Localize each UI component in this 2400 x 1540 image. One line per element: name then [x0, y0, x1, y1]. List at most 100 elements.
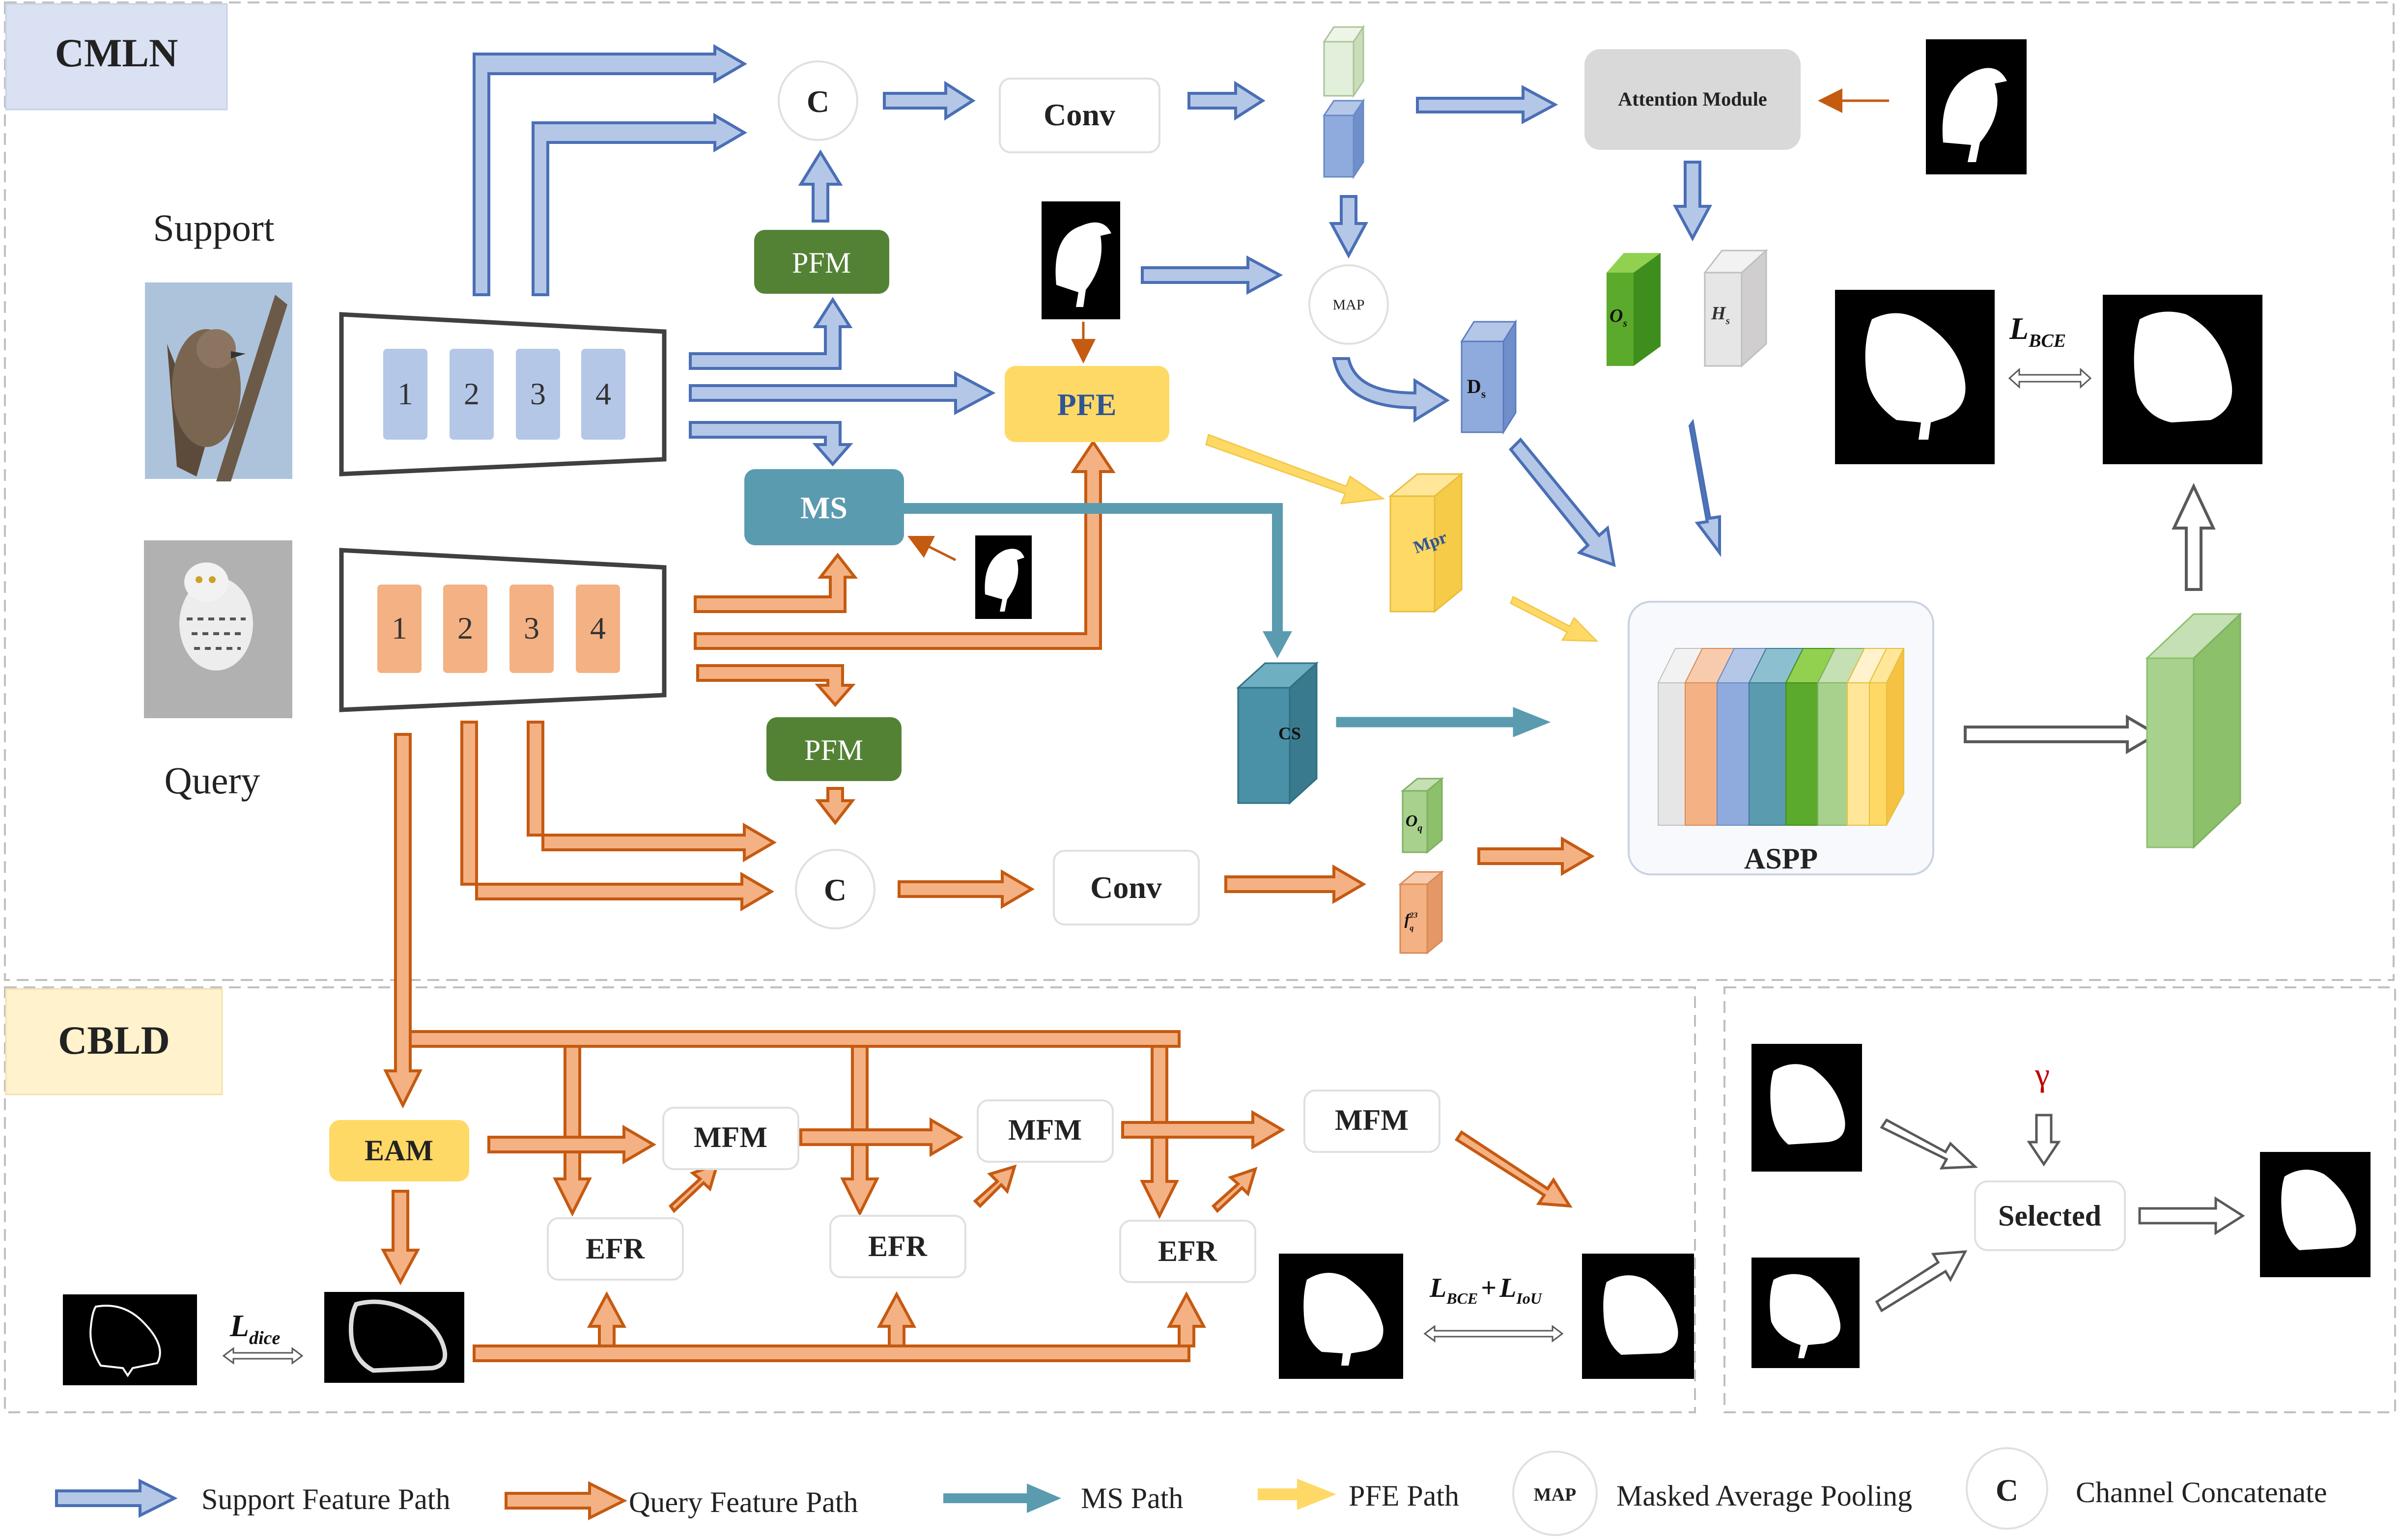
pfm-support-node: PFM — [754, 230, 889, 294]
support-stage-1-label: 1 — [397, 376, 413, 411]
query-encoder: 1 2 3 4 — [339, 548, 667, 712]
ds-feature-cube: Ds — [1460, 319, 1517, 435]
concat-top-node: C — [778, 60, 858, 141]
support-stage-4-label: 4 — [595, 376, 611, 411]
lbce-loss: LBCE — [2008, 311, 2092, 389]
legend-support-path-label: Support Feature Path — [201, 1483, 451, 1515]
query-image — [144, 540, 292, 718]
map-node: MAP — [1308, 264, 1389, 345]
pred-boundary-mask — [324, 1292, 464, 1383]
output-feature-cube — [2145, 612, 2242, 849]
query-stage-2 — [443, 585, 487, 673]
os-label: Os — [1609, 306, 1627, 329]
eam-label: EAM — [365, 1134, 433, 1167]
efr-label-3: EFR — [1158, 1235, 1217, 1267]
candidate-mask-top — [1751, 1044, 1862, 1172]
cmln-section-frame — [4, 1, 2395, 981]
lbce-loss-label: LBCE — [2009, 311, 2066, 351]
support-stage-4 — [581, 349, 625, 440]
gamma-label: γ — [2034, 1056, 2050, 1093]
pfm-support-label: PFM — [792, 247, 851, 279]
efr-node-2: EFR — [829, 1215, 966, 1278]
candidate-mask-bottom — [1751, 1258, 1860, 1368]
query-stage-3-label: 3 — [524, 611, 539, 645]
gt-mask-bceiou — [1279, 1254, 1403, 1379]
conv-top-label: Conv — [1044, 97, 1115, 132]
support-mask-topright — [1926, 39, 2027, 174]
cbld-label: CBLD — [5, 988, 223, 1095]
conv-bottom-node: Conv — [1053, 850, 1200, 925]
ms-path-arrows — [904, 503, 1551, 737]
mask-pointer-arrows — [907, 88, 1889, 561]
cs-label: CS — [1278, 724, 1301, 743]
conv-top-node: Conv — [999, 78, 1160, 153]
cmln-label-text: CMLN — [55, 30, 178, 75]
pfm-query-label: PFM — [804, 734, 863, 766]
support-stage-3 — [516, 349, 560, 440]
ds-label: Ds — [1467, 375, 1486, 401]
mfm-label-3: MFM — [1335, 1104, 1409, 1136]
lbce-iou-loss-label: LBCE+LIoU — [1429, 1273, 1543, 1307]
support-mask-small — [1042, 201, 1120, 319]
legend-concat: C Channel Concatenate — [1966, 1447, 2327, 1530]
hs-label: Hs — [1711, 303, 1730, 327]
map-label: MAP — [1332, 297, 1364, 313]
query-stage-4-label: 4 — [590, 611, 606, 645]
gt-boundary-mask — [63, 1294, 197, 1385]
efr-label-2: EFR — [868, 1230, 928, 1262]
support-image — [145, 282, 292, 481]
legend-map-icon: MAP — [1534, 1484, 1577, 1505]
hs-feature-cube: Hs — [1703, 249, 1768, 368]
attention-module-node: Attention Module — [1584, 49, 1801, 150]
query-stage-1 — [377, 585, 422, 673]
gt-mask-lbce-left — [1835, 290, 1995, 464]
support-encoder: 1 2 3 4 — [339, 312, 667, 476]
support-path-arrows — [473, 44, 1721, 567]
efr-node-3: EFR — [1119, 1220, 1256, 1283]
cmln-label: CMLN — [5, 3, 228, 111]
aspp-slabs — [1657, 648, 1905, 826]
pfm-query-node: PFM — [766, 717, 902, 781]
oq-feature-cube: Oq — [1400, 777, 1444, 854]
legend-concat-label: Channel Concatenate — [2076, 1476, 2327, 1509]
pred-mask-lbce-right — [2103, 295, 2262, 464]
legend: Support Feature Path Query Feature Path … — [55, 1447, 2327, 1536]
ldice-loss-label: Ldice — [229, 1308, 281, 1348]
selection-section-frame — [1723, 986, 2396, 1413]
support-stage-2-label: 2 — [464, 376, 480, 411]
query-stage-2-label: 2 — [457, 611, 473, 645]
pfe-node: PFE — [1005, 366, 1169, 442]
legend-query-path-label: Query Feature Path — [629, 1486, 858, 1518]
ms-label: MS — [800, 490, 847, 525]
support-stage-3-label: 3 — [530, 376, 546, 411]
query-stage-1-label: 1 — [392, 611, 407, 645]
support-feature-cubes — [1323, 25, 1365, 179]
concat-top-label: C — [807, 84, 829, 119]
ms-node: MS — [744, 469, 904, 545]
query-label: Query — [165, 759, 260, 802]
mfm-node-3: MFM — [1303, 1090, 1440, 1153]
legend-map-label: Masked Average Pooling — [1616, 1480, 1912, 1512]
query-stage-3 — [509, 585, 554, 673]
legend-support-path: Support Feature Path — [55, 1479, 451, 1518]
cs-feature-cube: CS — [1236, 661, 1319, 805]
cbld-label-text: CBLD — [58, 1018, 170, 1063]
aspp-output-arrows — [1964, 482, 2216, 755]
mfm-label-2: MFM — [1008, 1114, 1082, 1146]
legend-ms-path-label: MS Path — [1081, 1482, 1183, 1514]
legend-pfe-path-label: PFE Path — [1349, 1480, 1459, 1512]
query-path-arrows — [380, 439, 1595, 1362]
legend-ms-path: MS Path — [943, 1482, 1183, 1514]
oq-label: Oq — [1406, 812, 1423, 834]
support-label: Support — [153, 206, 274, 249]
concat-bottom-label: C — [824, 872, 847, 907]
mfm-node-2: MFM — [977, 1099, 1114, 1163]
support-stage-1 — [383, 349, 427, 440]
selected-label: Selected — [1998, 1200, 2101, 1232]
mfm-label-1: MFM — [694, 1121, 767, 1153]
cbld-section-frame — [4, 986, 1696, 1413]
os-feature-cube: Os — [1607, 253, 1661, 366]
legend-query-path: Query Feature Path — [505, 1481, 858, 1520]
